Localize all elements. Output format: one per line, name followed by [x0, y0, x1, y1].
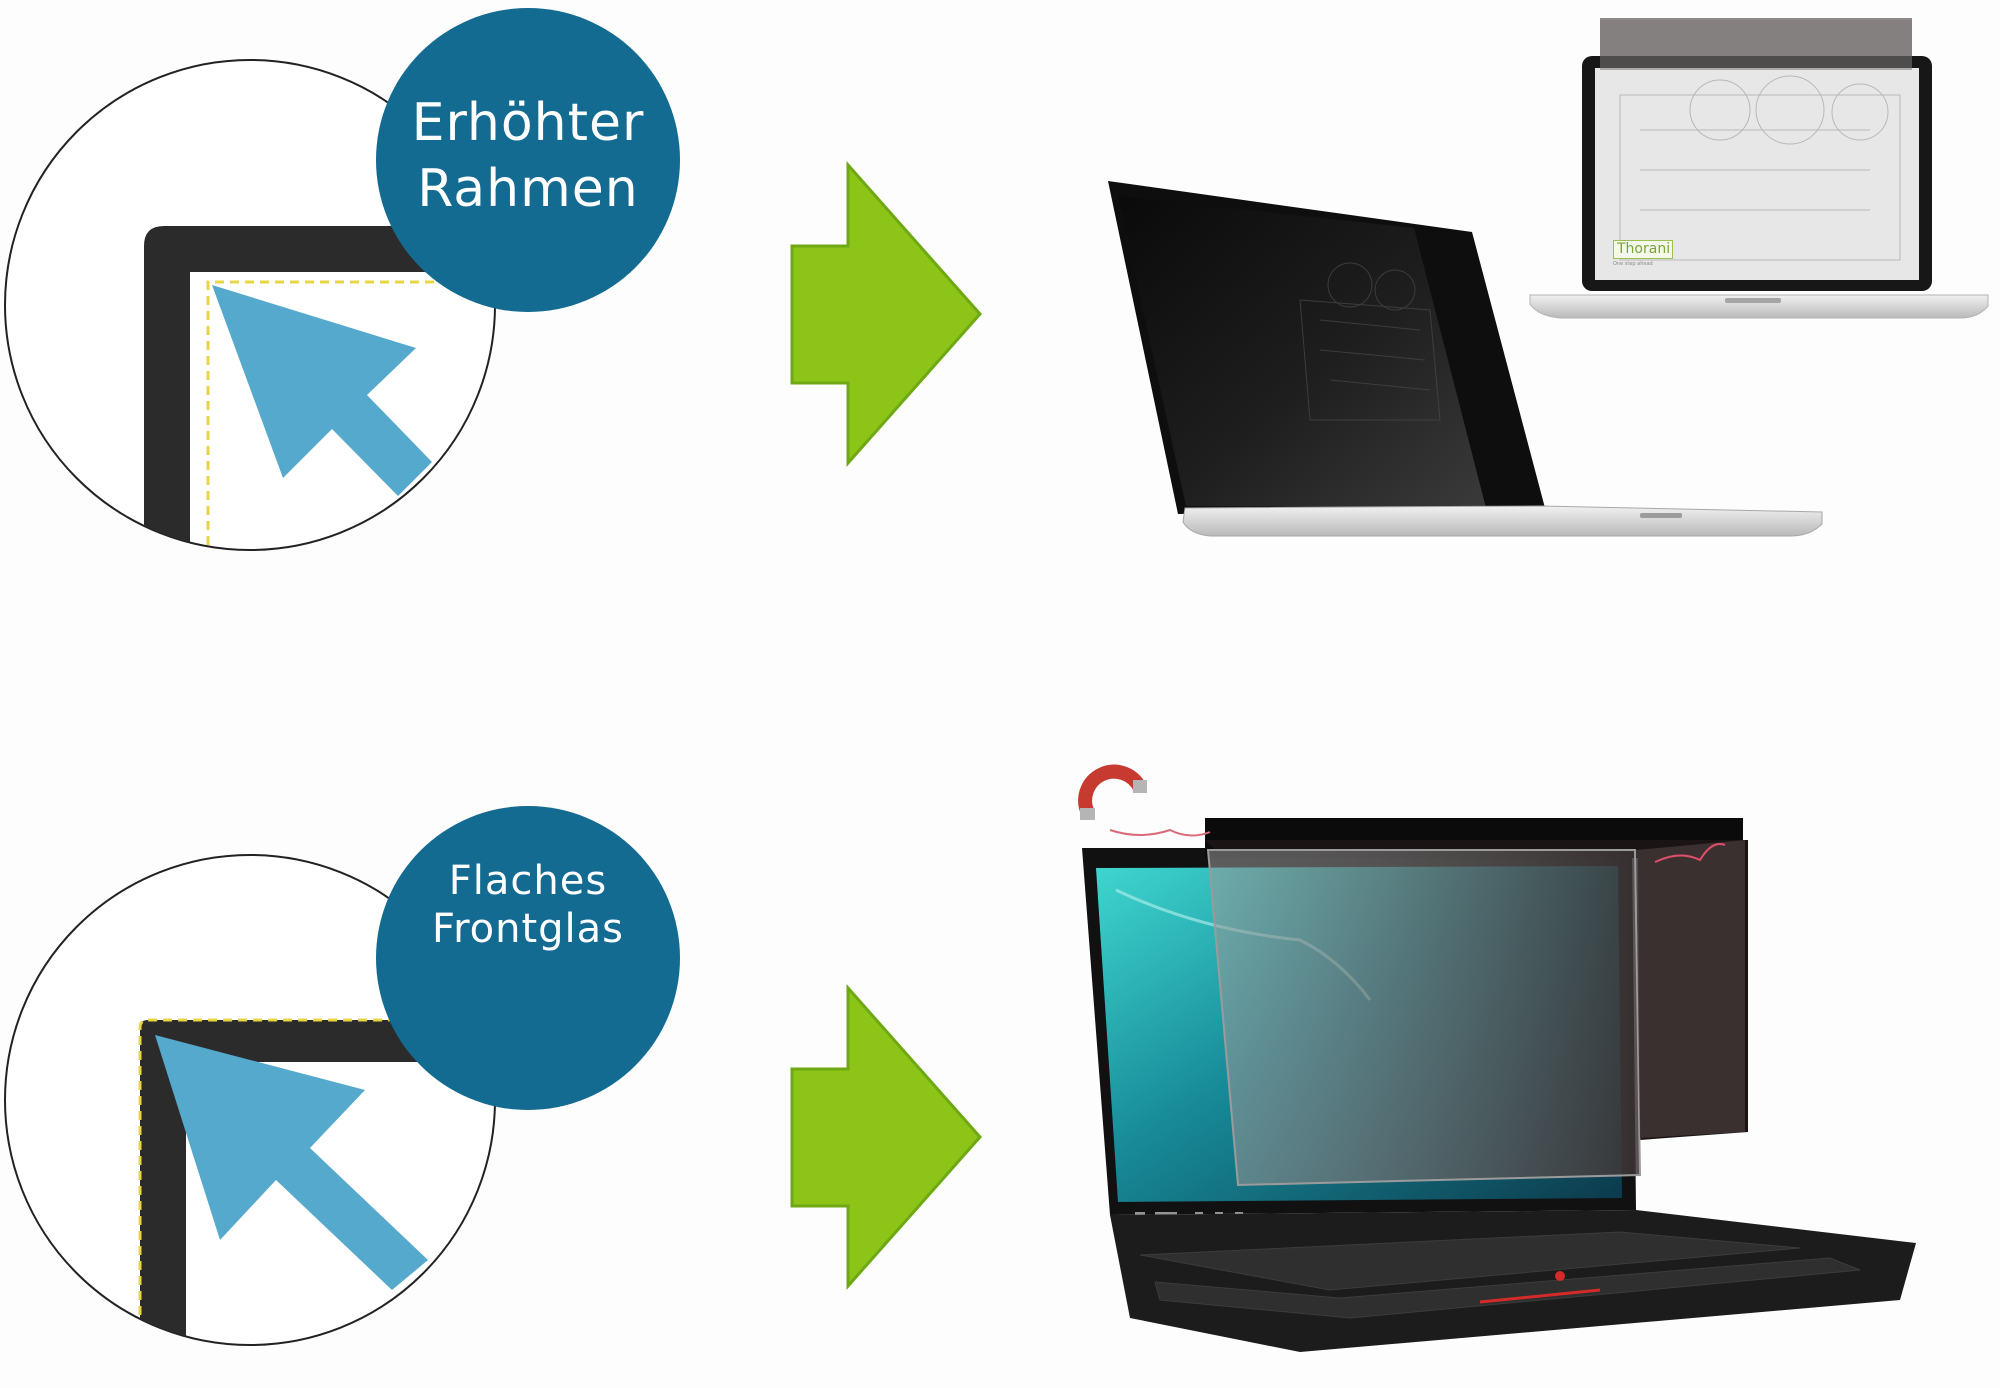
- green-arrow-icon-top: [790, 161, 983, 467]
- cursor-arrow-icon: [155, 1035, 428, 1290]
- privacy-film: [1206, 849, 1642, 1187]
- cursor-arrow-icon: [212, 285, 432, 496]
- badge-line: Erhöhter: [411, 93, 645, 153]
- badge-raised-frame: [376, 8, 680, 312]
- laptop-magnetic-filter-image: [1082, 818, 1916, 1352]
- brand-tagline: One step ahead: [1613, 261, 1653, 267]
- badge-flat-glass: [376, 806, 680, 1110]
- keyboard: [1139, 1231, 1861, 1319]
- laptop-filter-preview-image: [1529, 18, 1989, 319]
- flat-glass-magnifier: [4, 854, 496, 1346]
- badge-label-flat-glass: Flaches Frontglas: [378, 857, 678, 953]
- magnet-icon: [1078, 764, 1211, 837]
- badge-line: Rahmen: [417, 159, 639, 219]
- raised-frame-magnifier: [4, 59, 496, 551]
- badge-line: Frontglas: [431, 906, 625, 952]
- green-arrow-icon-bottom: [790, 984, 983, 1290]
- badge-line: Flaches: [448, 858, 608, 904]
- brand-logo: Thorani One step ahead: [1613, 240, 1673, 267]
- brand-name: Thorani: [1613, 240, 1673, 259]
- badge-label-raised-frame: Erhöhter Rahmen: [378, 90, 678, 222]
- laptop-privacy-filter-image: [1108, 181, 1823, 537]
